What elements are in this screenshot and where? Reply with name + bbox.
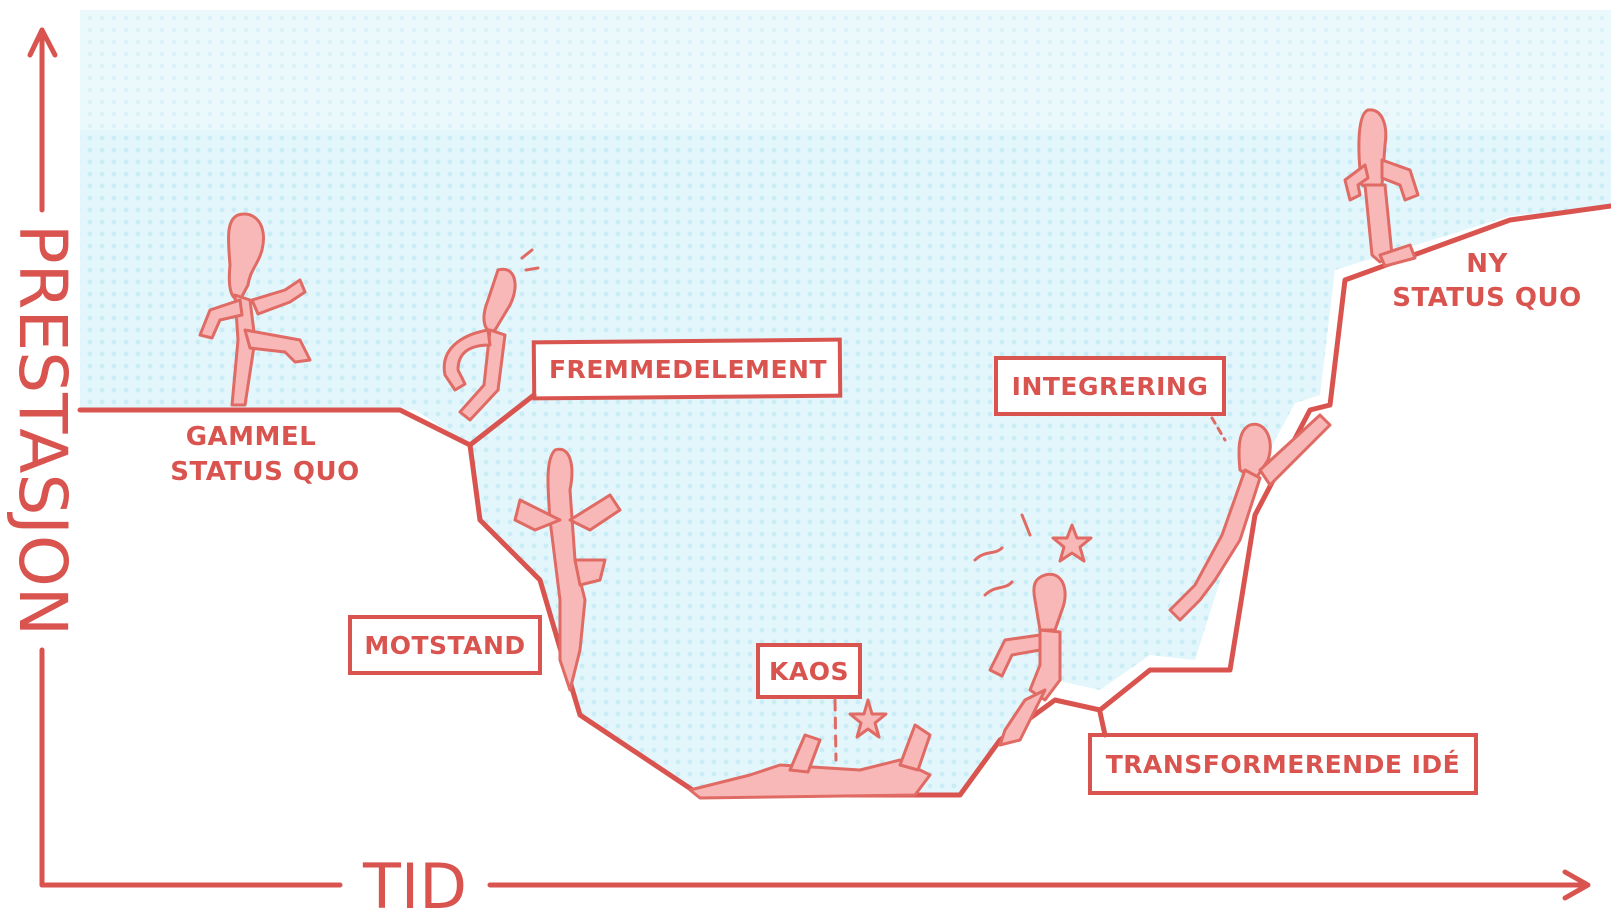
new-status-quo-line-1: NY bbox=[1466, 249, 1508, 279]
y-axis-label: PRESTASJON bbox=[4, 224, 81, 636]
resistance-text: MOTSTAND bbox=[364, 631, 525, 660]
label-resistance: MOTSTAND bbox=[350, 617, 540, 673]
label-new-status-quo: NY STATUS QUO bbox=[1392, 249, 1582, 313]
label-transforming-idea: TRANSFORMERENDE IDÉ bbox=[1090, 712, 1476, 793]
label-old-status-quo: GAMMEL STATUS QUO bbox=[170, 422, 360, 487]
old-status-quo-line-1: GAMMEL bbox=[186, 422, 317, 452]
x-axis-label: TID bbox=[362, 850, 467, 910]
new-status-quo-line-2: STATUS QUO bbox=[1392, 283, 1582, 313]
integration-text: INTEGRERING bbox=[1012, 372, 1209, 401]
chaos-text: KAOS bbox=[769, 657, 849, 686]
foreign-element-text: FREMMEDELEMENT bbox=[549, 355, 827, 384]
old-status-quo-line-2: STATUS QUO bbox=[170, 457, 360, 487]
transforming-idea-text: TRANSFORMERENDE IDÉ bbox=[1106, 750, 1461, 779]
